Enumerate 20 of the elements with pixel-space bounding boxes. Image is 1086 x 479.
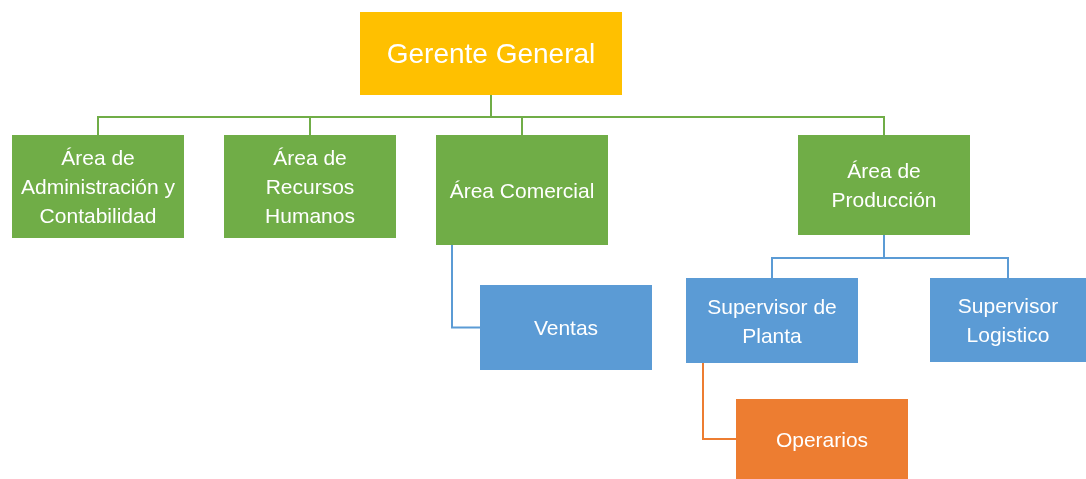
- box-label: Área Comercial: [449, 177, 595, 204]
- box-label: Área de Producción: [830, 158, 938, 213]
- box-label: Supervisor de Planta: [706, 293, 838, 349]
- org-box: [686, 278, 858, 363]
- connector-line: [451, 244, 481, 329]
- org-box: [360, 12, 622, 95]
- connector-line: [702, 362, 737, 440]
- org-box: [930, 278, 1086, 362]
- box-label: Ventas: [533, 315, 599, 341]
- org-box: [480, 285, 652, 370]
- box-label: Supervisor Logistico: [956, 293, 1060, 348]
- org-box: [736, 399, 908, 479]
- box-label: Área de Recursos Humanos: [264, 145, 356, 229]
- box-label: Operarios: [775, 426, 869, 453]
- org-box: [224, 135, 396, 238]
- org-box: [798, 135, 970, 235]
- org-box: [436, 135, 608, 245]
- box-label: Área de Administración y Contabilidad: [19, 145, 177, 229]
- org-box: [12, 135, 184, 238]
- box-label: Gerente General: [386, 37, 596, 71]
